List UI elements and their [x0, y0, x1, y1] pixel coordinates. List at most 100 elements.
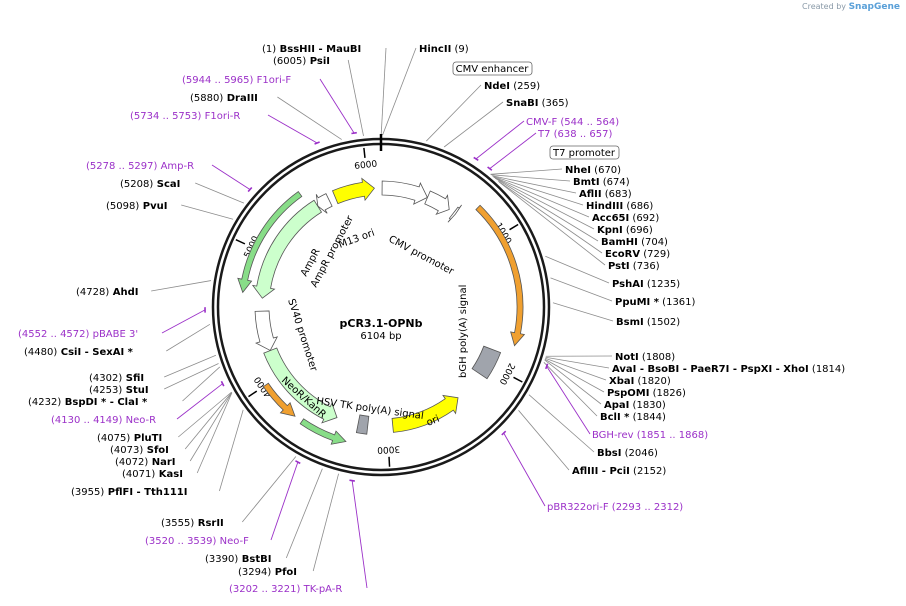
feature-cmv-promoter[interactable] [424, 190, 450, 215]
primer-label[interactable]: (5734 .. 5753) F1ori-R [130, 111, 240, 122]
site-label[interactable]: BbsI (2046) [597, 448, 658, 459]
site-label[interactable]: BamHI (704) [601, 237, 668, 248]
feature-m13-ori[interactable] [331, 177, 375, 205]
site-label[interactable]: AflII (683) [579, 189, 632, 200]
primer-label[interactable]: (4130 .. 4149) Neo-R [51, 415, 156, 426]
site-label[interactable]: HincII (9) [419, 44, 469, 55]
site-label[interactable]: (3390) BstBI [205, 554, 271, 565]
site-label-part: PflFI [104, 487, 133, 498]
primer-label[interactable]: (5944 .. 5965) F1ori-F [182, 75, 291, 86]
site-leader [545, 255, 610, 284]
site-label-part: PshAI [612, 279, 644, 290]
site-label[interactable]: (4302) SfiI [89, 373, 144, 384]
site-label-part: XbaI [609, 376, 634, 387]
site-label-part: - PaeR7I [679, 364, 729, 375]
site-label[interactable]: Acc65I (692) [592, 213, 659, 224]
feature-arrows [237, 177, 526, 445]
site-label[interactable]: KpnI (696) [597, 225, 653, 236]
site-leader [181, 204, 234, 220]
site-label[interactable]: SnaBI (365) [506, 98, 569, 109]
site-label[interactable]: PstI (736) [608, 261, 660, 272]
feature-t7-promoter[interactable] [447, 204, 462, 223]
site-label[interactable]: BclI * (1844) [600, 412, 666, 423]
primer-label[interactable]: (3520 .. 3539) Neo-F [145, 536, 249, 547]
site-label-part: (4302) [89, 373, 122, 384]
site-leader [241, 456, 297, 523]
primer-label[interactable]: (5278 .. 5297) Amp-R [86, 161, 194, 172]
site-label[interactable]: PpuMI * (1361) [615, 297, 696, 308]
site-label[interactable]: (4253) StuI [89, 385, 149, 396]
site-label-part: AvaI [612, 364, 636, 375]
site-label[interactable]: PspOMI (1826) [607, 388, 686, 399]
feature-hsv-tk-poly-a-signal[interactable] [355, 414, 370, 435]
site-label[interactable]: EcoRV (729) [605, 249, 670, 260]
site-leader [544, 359, 602, 405]
site-leader [492, 175, 584, 206]
site-label[interactable]: (5880) DraIII [190, 93, 258, 104]
site-label[interactable]: (4071) KasI [122, 469, 183, 480]
site-label-part: (1820) [634, 376, 671, 387]
site-label[interactable]: AvaI - BsoBI - PaeR7I - PspXI - XhoI (18… [612, 364, 845, 375]
site-label[interactable]: (4075) PluTI [97, 433, 162, 444]
site-label[interactable]: (4728) AhdI [76, 287, 138, 298]
site-label[interactable]: ApaI (1830) [604, 400, 666, 411]
site-label-part: - BsoBI [636, 364, 679, 375]
site-label[interactable]: (4480) CsiI - SexAI * [24, 347, 134, 358]
site-label[interactable]: BsmI (1502) [616, 317, 680, 328]
feature-ori[interactable] [391, 394, 459, 433]
site-label[interactable]: (3555) RsrII [161, 518, 224, 529]
site-label[interactable]: NdeI (259) [484, 81, 540, 92]
restriction-sites: (1) BssHII - MauBI(6005) PsiI HincII (9) (… [24, 44, 845, 578]
feature-bgh-poly-a-signal[interactable] [471, 345, 502, 380]
site-label[interactable]: (6005) PsiI [273, 56, 330, 67]
site-label-part: PspOMI [607, 388, 649, 399]
site-label[interactable]: BmtI (674) [573, 177, 630, 188]
feature-sv40-promoter[interactable] [254, 310, 279, 351]
primer-label[interactable]: T7 (638 .. 657) [537, 129, 612, 140]
feature-cmv-enhancer[interactable] [381, 180, 428, 205]
site-label[interactable]: HindIII (686) [586, 201, 653, 212]
primer-leader [267, 114, 318, 144]
site-label[interactable]: (1) BssHII - MauBI [262, 44, 361, 55]
site-label-part: PsiI [306, 56, 330, 67]
site-label[interactable]: (3294) PfoI [238, 567, 297, 578]
feature-orf3[interactable] [237, 191, 303, 294]
site-label[interactable]: (5098) PvuI [106, 201, 167, 212]
site-label-part: (4480) [24, 347, 57, 358]
site-label[interactable]: (4232) BspDI * - ClaI * [28, 397, 148, 408]
site-label[interactable]: XbaI (1820) [609, 376, 671, 387]
site-label-part: ApaI [604, 400, 629, 411]
site-label[interactable]: (4073) SfoI [110, 445, 169, 456]
feature-ampr-promoter[interactable] [315, 193, 333, 214]
site-label[interactable]: NotI (1808) [615, 352, 675, 363]
primer-label[interactable]: (3202 .. 3221) TK-pA-R [229, 584, 342, 595]
site-label-part: BamHI [601, 237, 638, 248]
site-label[interactable]: (4072) NarI [115, 457, 176, 468]
site-leader [182, 366, 221, 402]
feature-opnb[interactable] [475, 204, 526, 347]
primer-leader [319, 78, 355, 134]
feature-ampr[interactable] [251, 199, 323, 299]
site-label[interactable]: AflIII - PciI (2152) [572, 466, 666, 477]
primer-label[interactable]: (4552 .. 4572) pBABE 3' [18, 329, 138, 340]
primer-label[interactable]: BGH-rev (1851 .. 1868) [592, 430, 708, 441]
site-leader [166, 323, 211, 352]
site-label-part: (2152) [630, 466, 667, 477]
site-label-part: BssHII [276, 44, 315, 55]
bgh-label: bGH poly(A) signal [458, 285, 469, 378]
site-label-part: (4253) [89, 385, 122, 396]
feature-orf[interactable] [299, 418, 347, 445]
site-label-part: BmtI [573, 177, 600, 188]
site-label-part: (5208) [120, 179, 153, 190]
site-label[interactable]: (3955) PflFI - Tth111I [71, 487, 187, 498]
primer-arrow [349, 479, 355, 482]
primer-label[interactable]: CMV-F (544 .. 564) [526, 117, 619, 128]
primer-leader [489, 132, 537, 169]
feature-orf2[interactable] [262, 382, 296, 417]
site-label[interactable]: PshAI (1235) [612, 279, 680, 290]
site-label[interactable]: NheI (670) [565, 165, 621, 176]
site-label[interactable]: (5208) ScaI [120, 179, 180, 190]
primer-label[interactable]: pBR322ori-F (2293 .. 2312) [547, 502, 683, 513]
site-leader [543, 362, 598, 417]
